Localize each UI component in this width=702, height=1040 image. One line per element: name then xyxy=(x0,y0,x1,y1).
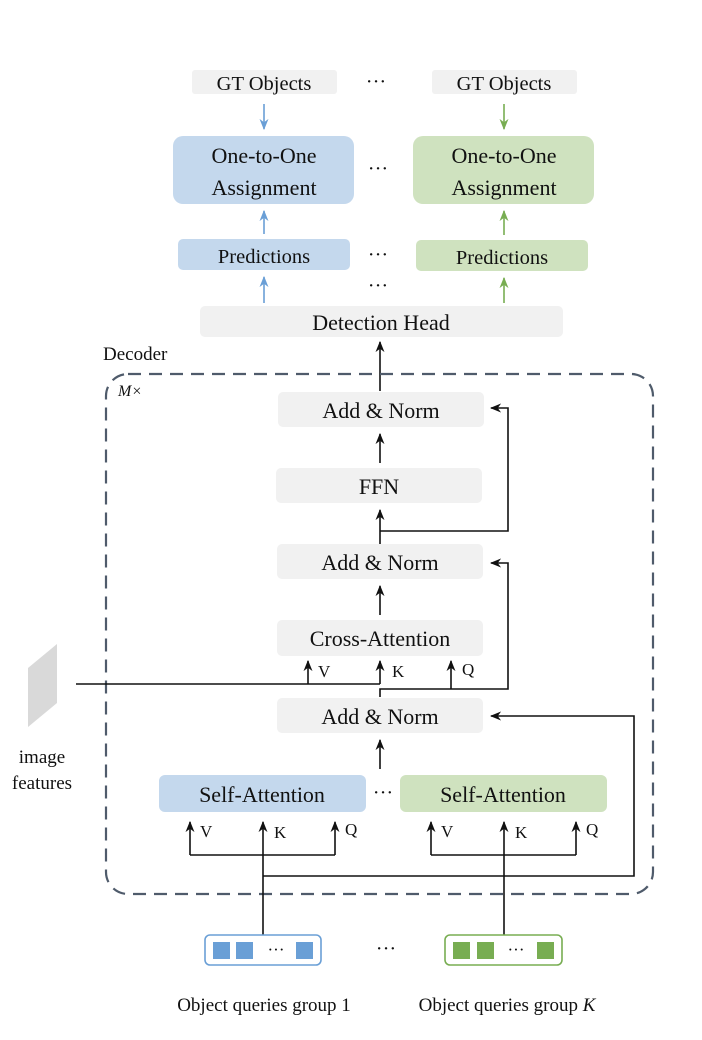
detection-head: Detection Head xyxy=(200,306,563,337)
image-features-label-line2: features xyxy=(12,773,72,794)
self-right-q-label: Q xyxy=(586,820,598,839)
query-token-icon xyxy=(537,942,554,959)
queries-inner-ellipsis: ··· xyxy=(508,940,525,959)
decoder-label: Decoder xyxy=(103,344,168,365)
residual-queries xyxy=(263,711,635,877)
ffn-label: FFN xyxy=(359,474,399,499)
predictions-right-label: Predictions xyxy=(456,247,548,269)
group-k-label-var: K xyxy=(582,995,597,1016)
cross-v-label: V xyxy=(318,662,331,681)
query-token-icon xyxy=(453,942,470,959)
gt-objects-right-label: GT Objects xyxy=(457,73,552,95)
self-right-v-label: V xyxy=(441,822,454,841)
query-token-icon xyxy=(213,942,230,959)
assignment-ellipsis: ··· xyxy=(368,158,388,180)
self-left-k-label: K xyxy=(274,823,287,842)
self-attention-ellipsis: ··· xyxy=(373,782,393,804)
query-token-icon xyxy=(236,942,253,959)
assignment-left: One-to-One Assignment xyxy=(173,136,354,204)
repeat-label: M× xyxy=(117,383,142,400)
assignment-right-line2: Assignment xyxy=(451,175,556,200)
add-norm-middle-label: Add & Norm xyxy=(321,550,438,575)
detection-head-ellipsis: ··· xyxy=(368,275,388,297)
predictions-left-label: Predictions xyxy=(218,246,310,268)
object-queries-group-1-label: Object queries group 1 xyxy=(177,995,351,1016)
self-right-k-label: K xyxy=(515,823,528,842)
self-attention-left-label: Self-Attention xyxy=(199,782,325,807)
queries-inner-ellipsis: ··· xyxy=(268,940,285,959)
assignment-left-line1: One-to-One xyxy=(211,143,316,168)
predictions-left: Predictions xyxy=(178,239,350,270)
self-left-q-label: Q xyxy=(345,820,357,839)
add-norm-middle: Add & Norm xyxy=(277,544,483,579)
cross-q-label: Q xyxy=(462,660,474,679)
object-queries-group-1: ··· xyxy=(204,934,322,966)
add-norm-top: Add & Norm xyxy=(278,392,484,427)
queries-groups-ellipsis: ··· xyxy=(376,938,396,960)
detection-head-label: Detection Head xyxy=(312,310,449,335)
object-queries-group-k: ··· xyxy=(444,934,563,966)
add-norm-bottom-label: Add & Norm xyxy=(321,704,438,729)
group-k-label-prefix: Object queries group xyxy=(419,995,583,1016)
self-attention-right: Self-Attention xyxy=(400,775,607,812)
assignment-right-line1: One-to-One xyxy=(451,143,556,168)
self-attention-left: Self-Attention xyxy=(159,775,366,812)
self-attention-right-label: Self-Attention xyxy=(440,782,566,807)
cross-attention-label: Cross-Attention xyxy=(310,626,451,651)
residual-ffn xyxy=(380,403,509,532)
assignment-left-line2: Assignment xyxy=(211,175,316,200)
cross-attention-block: Cross-Attention xyxy=(277,620,483,656)
add-norm-top-label: Add & Norm xyxy=(322,398,439,423)
gt-objects-left: GT Objects xyxy=(192,70,337,95)
gt-objects-ellipsis: ··· xyxy=(366,71,386,93)
image-feature-map-icon xyxy=(28,644,57,727)
predictions-right: Predictions xyxy=(416,240,588,271)
ffn-block: FFN xyxy=(276,468,482,503)
cross-k-label: K xyxy=(392,662,405,681)
query-token-icon xyxy=(296,942,313,959)
self-left-v-label: V xyxy=(200,822,213,841)
residual-cross xyxy=(379,558,509,697)
query-token-icon xyxy=(477,942,494,959)
assignment-right: One-to-One Assignment xyxy=(413,136,594,204)
gt-objects-right: GT Objects xyxy=(432,70,577,95)
object-queries-group-k-label: Object queries group K xyxy=(419,995,597,1016)
predictions-ellipsis: ··· xyxy=(368,244,388,266)
gt-objects-left-label: GT Objects xyxy=(217,73,312,95)
add-norm-bottom: Add & Norm xyxy=(277,698,483,733)
image-features-label-line1: image xyxy=(19,747,65,768)
